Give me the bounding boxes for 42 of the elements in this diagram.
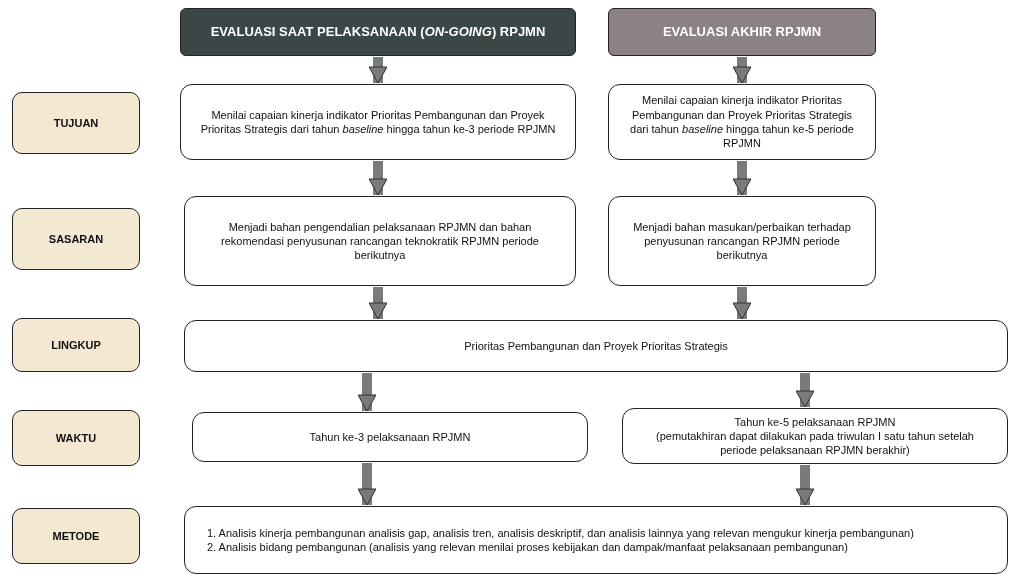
block-arrow	[795, 373, 815, 408]
node-text: Tahun ke-5 pelaksanaan RPJMN	[734, 414, 896, 429]
node-text: Tahun ke-3 pelaksanaan RPJMN	[309, 429, 471, 445]
block-arrow	[795, 465, 815, 506]
node-text: TUJUAN	[53, 115, 99, 131]
node-text: Menjadi bahan pengendalian pelaksanaan RPJMN dan bahan rekomendasi penyusunan rancangan teknokratik RPJMN periode berikutnya	[220, 219, 540, 263]
block-arrow	[368, 161, 388, 196]
process-box	[184, 320, 1008, 372]
method-box	[184, 506, 1008, 574]
column-header	[608, 8, 876, 56]
node-text: Prioritas Pembangunan dan Proyek Prioritas Strategis	[464, 338, 728, 354]
block-arrow	[732, 287, 752, 320]
node-text: Menilai capaian kinerja indikator Prioritas Pembangunan dan Proyek Prioritas Strategis dari tahun baseline hingga tahun ke-5 periode RPJMN	[629, 93, 855, 151]
list-item: 1. Analisis kinerja pembangunan analisis gap, analisis tren, analisis deskriptif, dan analisis lainnya yang relevan mengukur kinerja pembangunan)	[206, 525, 915, 540]
node-text: SASARAN	[48, 231, 104, 247]
process-box	[184, 196, 576, 286]
row-label-box	[12, 318, 140, 372]
node-text: EVALUASI AKHIR RPJMN	[662, 23, 822, 41]
column-header	[180, 8, 576, 56]
node-text: METODE	[52, 528, 100, 544]
block-arrow	[357, 373, 377, 412]
block-arrow	[368, 287, 388, 320]
block-arrow	[357, 463, 377, 506]
process-box	[608, 84, 876, 160]
block-arrow	[368, 57, 388, 84]
process-box	[622, 408, 1008, 464]
block-arrow	[732, 161, 752, 196]
row-label-box	[12, 208, 140, 270]
list-item: 2. Analisis bidang pembangunan (analisis yang relevan menilai proses kebijakan dan dampak/manfaat pelaksanaan pembangunan)	[206, 540, 849, 555]
node-text: (pemutakhiran dapat dilakukan pada triwulan I satu tahun setelah periode pelaksanaan RPJMN berakhir)	[655, 428, 975, 458]
node-text: Menilai capaian kinerja indikator Prioritas Pembangunan dan Proyek Prioritas Strategis dari tahun baseline hingga tahun ke-3 periode RPJMN	[199, 107, 557, 137]
node-text: LINGKUP	[51, 337, 101, 353]
process-box	[192, 412, 588, 462]
process-box	[180, 84, 576, 160]
node-text: WAKTU	[55, 430, 97, 446]
process-box	[608, 196, 876, 286]
row-label-box	[12, 92, 140, 154]
row-label-box	[12, 508, 140, 564]
block-arrow	[732, 57, 752, 84]
row-label-box	[12, 410, 140, 466]
node-text: Menjadi bahan masukan/perbaikan terhadap penyusunan rancangan RPJMN periode berikutnya	[632, 219, 852, 263]
node-text: EVALUASI SAAT PELAKSANAAN (ON-GOING) RPJMN	[210, 23, 546, 41]
